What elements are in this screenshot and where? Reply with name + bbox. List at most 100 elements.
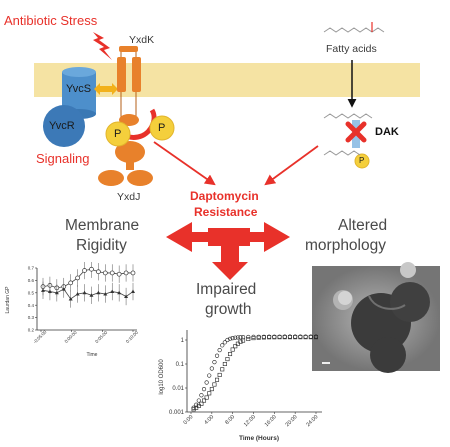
- growth-point-square: [215, 377, 220, 382]
- growth-point-square: [217, 372, 222, 377]
- growth-ytick-label: 0.001: [169, 410, 185, 416]
- laurdan-ytick-label: 0.5: [28, 290, 35, 295]
- growth-point-square: [293, 335, 298, 340]
- growth-point-circle: [209, 366, 214, 371]
- growth-point-square: [199, 401, 204, 406]
- growth-point-circle: [251, 334, 256, 339]
- yvcr-label: YvcR: [49, 120, 75, 132]
- growth-point-circle: [217, 347, 222, 353]
- laurdan-point-s1: [96, 269, 101, 275]
- dak-label: DAK: [375, 126, 399, 138]
- laurdan-ytick-label: 0.6: [28, 278, 35, 283]
- growth-point-square: [287, 335, 292, 340]
- growth-point-square: [220, 367, 225, 372]
- growth-point-square: [314, 335, 319, 340]
- growth-ytick-label: 0.1: [176, 362, 185, 368]
- interaction-double-arrow: [94, 83, 118, 95]
- laurdan-ytick-label: 0.4: [28, 303, 35, 308]
- growth-point-square: [207, 391, 212, 396]
- membrane-rigidity-line1: Membrane: [65, 217, 140, 234]
- laurdan-point-s2: [117, 290, 122, 295]
- growth-point-square: [202, 398, 207, 403]
- laurdan-xtick-label: 0:00:00: [64, 330, 79, 345]
- laurdan-axes: [36, 268, 137, 331]
- laurdan-point-s2: [103, 292, 108, 296]
- phosphate-circle-3: [354, 153, 370, 169]
- growth-point-square: [251, 336, 256, 341]
- phospho-label-1: P: [158, 122, 166, 134]
- antibiotic-stress-label: Antibiotic Stress: [4, 13, 98, 28]
- growth-point-square: [230, 347, 235, 352]
- laurdan-ytick-label: 0.7: [28, 266, 35, 271]
- growth-ytick-label: 1: [181, 338, 185, 344]
- growth-point-circle: [225, 337, 230, 343]
- growth-point-circle: [230, 335, 235, 341]
- laurdan-ylabel: Laurdan GP: [5, 286, 11, 314]
- membrane-rigidity-line2: Rigidity: [76, 237, 127, 254]
- laurdan-series-line-2: [42, 288, 134, 300]
- laurdan-point-s2: [75, 292, 80, 296]
- growth-point-circle: [212, 359, 217, 365]
- arrow-yxdk-to-resistance: [153, 141, 216, 186]
- laurdan-ytick-label: 0.3: [28, 315, 35, 320]
- laurdan-point-s2: [124, 294, 129, 299]
- laurdan-point-s1: [109, 270, 115, 276]
- impaired-growth-line1: Impaired: [196, 281, 257, 298]
- growth-point-circle: [233, 335, 238, 340]
- growth-point-square: [228, 352, 233, 357]
- growth-point-square: [267, 335, 272, 340]
- growth-xtick-label: 0:00: [183, 414, 195, 426]
- phosphate-circle-2: [105, 121, 131, 147]
- laurdan-point-s2: [54, 290, 59, 295]
- growth-point-circle: [235, 335, 240, 340]
- growth-xtick-label: 12:00: [243, 414, 257, 428]
- growth-point-circle: [222, 340, 227, 345]
- growth-point-square: [298, 335, 303, 340]
- yxdk-kinase: [117, 46, 141, 126]
- laurdan-point-s1: [89, 266, 94, 272]
- growth-point-square: [212, 382, 217, 387]
- laurdan-point-s2: [41, 288, 45, 292]
- phospho-label-3: P: [359, 156, 365, 165]
- growth-point-circle: [240, 335, 246, 340]
- growth-point-square: [241, 338, 246, 343]
- yxdj-label: YxdJ: [117, 191, 141, 203]
- laurdan-point-s1: [82, 268, 87, 273]
- laurdan-point-s1: [102, 270, 108, 276]
- daptomycin-resistance-line2: Resistance: [194, 205, 258, 219]
- growth-point-square: [222, 361, 227, 366]
- daptomycin-resistance-line1: Daptomycin: [190, 189, 259, 203]
- growth-xtick-label: 20:00: [285, 414, 299, 428]
- laurdan-point-s2: [96, 290, 101, 295]
- laurdan-point-s2: [61, 287, 66, 291]
- growth-xtick-label: 4:00: [203, 414, 215, 426]
- growth-axes: [186, 330, 322, 413]
- laurdan-point-s1: [130, 270, 136, 276]
- growth-point-square: [196, 403, 201, 408]
- growth-point-square: [308, 335, 313, 340]
- laurdan-point-s1: [116, 271, 122, 277]
- arrow-dak-to-resistance: [264, 145, 319, 186]
- growth-point-circle: [204, 380, 209, 385]
- yxdk-label: YxdK: [129, 34, 155, 46]
- laurdan-point-s1: [68, 280, 74, 286]
- growth-point-square: [246, 337, 251, 342]
- laurdan-point-s2: [110, 289, 115, 294]
- growth-point-square: [277, 335, 282, 340]
- laurdan-ytick-label: 0.2: [28, 328, 35, 333]
- growth-point-circle: [227, 336, 233, 341]
- growth-point-circle: [238, 335, 243, 340]
- yvcs-label: YvcS: [66, 83, 92, 95]
- laurdan-point-s1: [123, 270, 129, 276]
- dak-inhibited-icon: [345, 121, 367, 143]
- laurdan-xtick-label: 0:05:00: [94, 330, 109, 345]
- altered-morphology-line1: Altered: [338, 217, 388, 234]
- laurdan-xtick-label: 0:10:00: [125, 330, 140, 345]
- outcome-arrows: [166, 222, 290, 280]
- growth-xtick-label: 24:00: [305, 414, 319, 428]
- growth-point-square: [303, 335, 308, 340]
- signaling-label: Signaling: [36, 151, 90, 166]
